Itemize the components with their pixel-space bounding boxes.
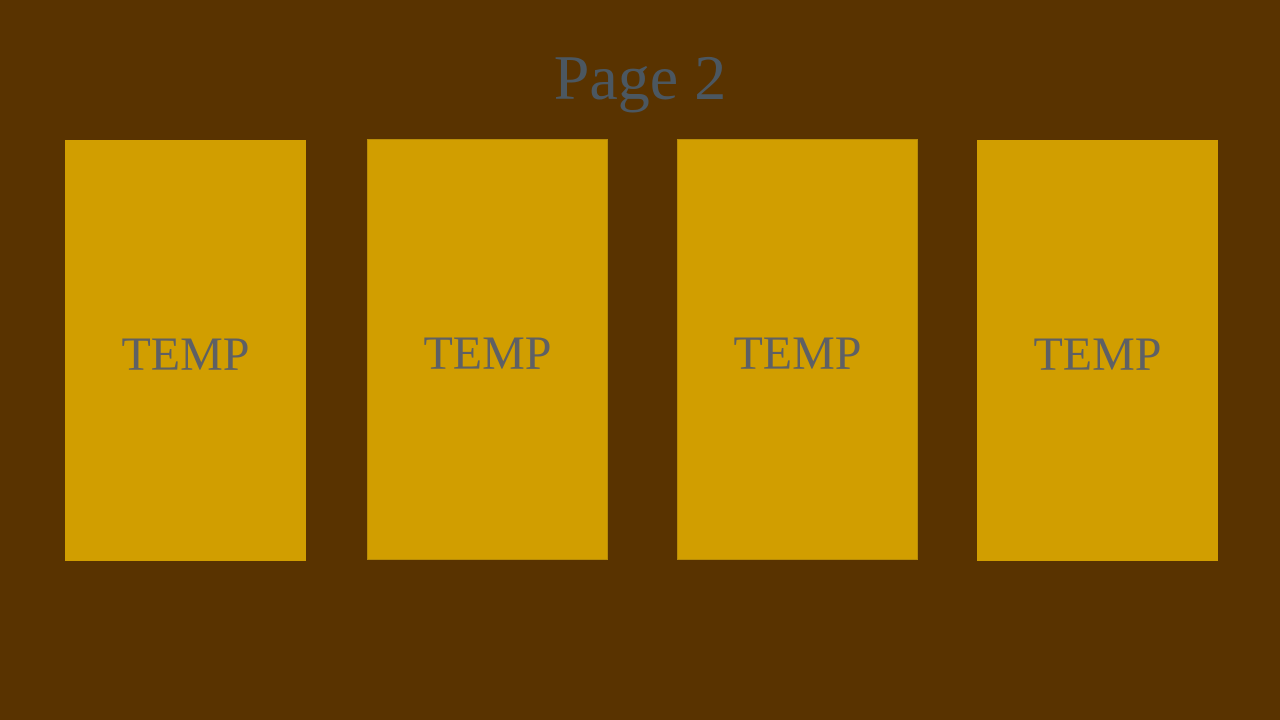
card-label: TEMP bbox=[423, 327, 552, 380]
card-1[interactable]: TEMP bbox=[65, 140, 306, 561]
card-label: TEMP bbox=[121, 328, 250, 381]
page-title: Page 2 bbox=[553, 42, 727, 113]
card-label: TEMP bbox=[1033, 328, 1162, 381]
card-4[interactable]: TEMP bbox=[977, 140, 1218, 561]
card-2[interactable]: TEMP bbox=[367, 139, 608, 560]
card-label: TEMP bbox=[733, 327, 862, 380]
card-3[interactable]: TEMP bbox=[677, 139, 918, 560]
